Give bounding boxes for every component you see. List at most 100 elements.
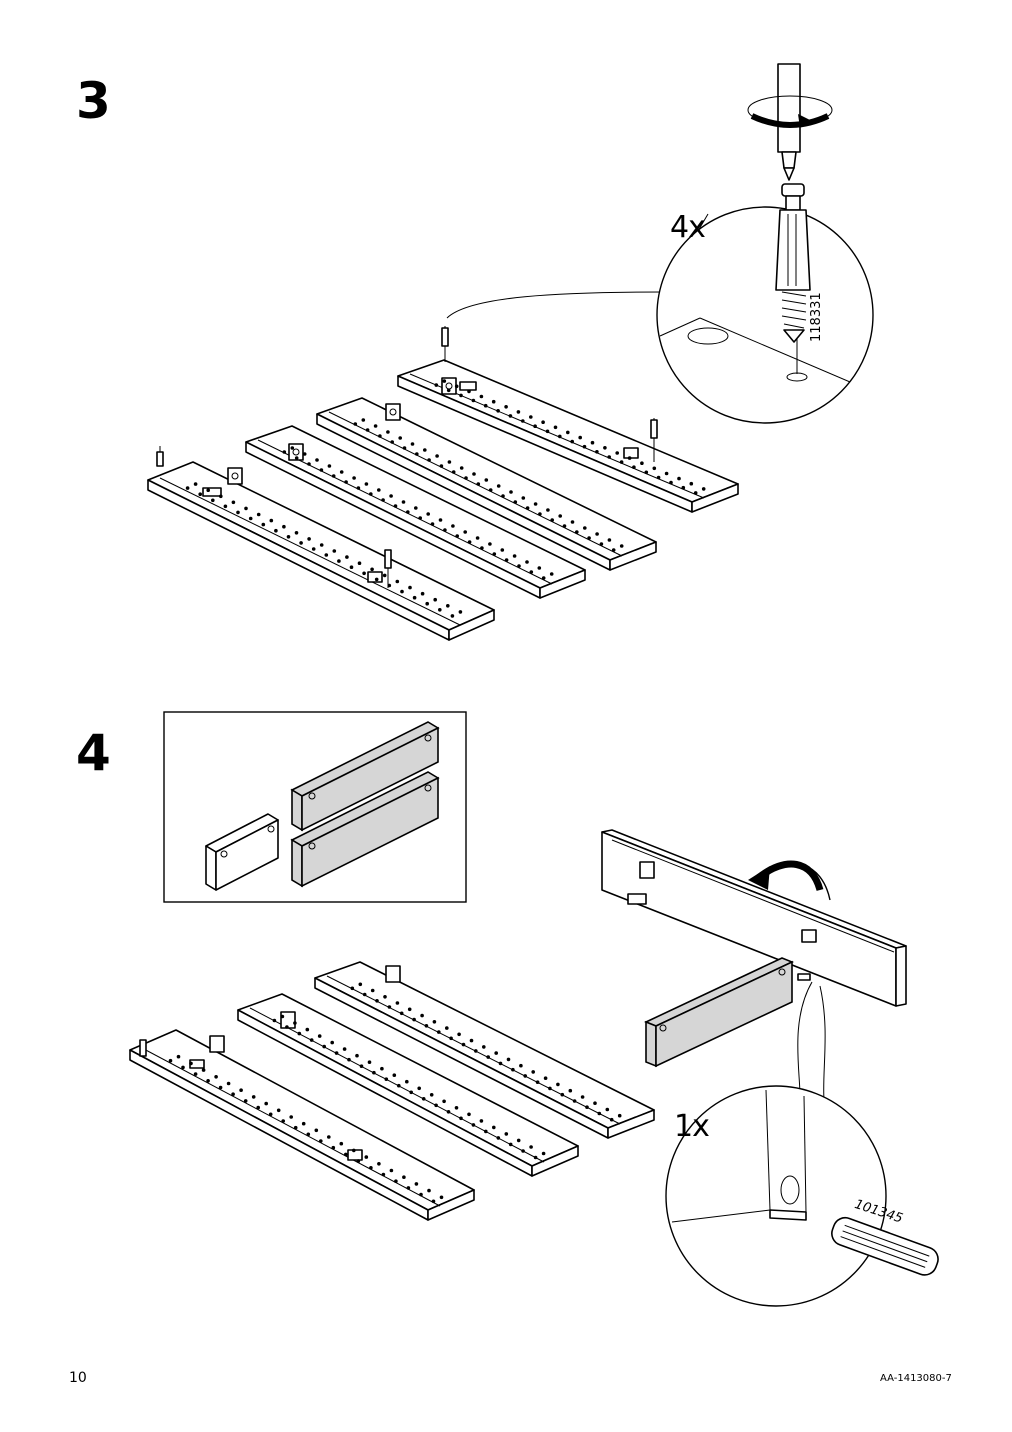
rail-hole	[356, 486, 361, 490]
rail-hole	[693, 491, 698, 495]
rail-hole	[529, 570, 534, 574]
rail-hole	[412, 1017, 416, 1022]
step-3-quantity: 4x	[670, 210, 706, 245]
rail-hole	[419, 1192, 423, 1197]
rail-hole	[446, 604, 450, 608]
rail-hole	[400, 589, 404, 594]
rail-hole	[405, 1079, 409, 1084]
rail-hole	[168, 1058, 173, 1063]
rail-hole	[432, 1020, 437, 1024]
rail-hole	[590, 440, 595, 445]
rail-hole	[619, 460, 624, 464]
rail-hole	[414, 1182, 419, 1186]
rail-hole	[585, 1105, 589, 1109]
rail-hole	[430, 522, 435, 526]
rail-hole	[395, 579, 400, 584]
rail-hole	[472, 472, 476, 476]
rail-hole	[417, 1086, 422, 1091]
rail-hole	[595, 450, 599, 454]
rail-hole	[479, 394, 484, 399]
rail-hole	[535, 1080, 540, 1084]
rail-hole	[344, 480, 348, 484]
rail-hole	[389, 1168, 394, 1173]
rail-hole	[434, 1103, 438, 1108]
rail-hole	[311, 547, 316, 551]
step3-detail-callout	[446, 63, 874, 424]
rail-hole	[570, 439, 574, 444]
rail-hole	[377, 1162, 381, 1166]
rail-hole	[244, 506, 248, 511]
rail-hole	[504, 558, 509, 562]
rail-hole	[508, 1142, 513, 1147]
rail-hole	[364, 1155, 369, 1159]
rail-hole	[506, 1057, 511, 1062]
rail-hole	[607, 538, 612, 542]
rail-hole	[664, 471, 669, 476]
step4-rail-3	[314, 961, 655, 1139]
rail-hole	[538, 512, 542, 516]
rail-hole	[435, 454, 439, 458]
rail-hole	[517, 564, 521, 568]
rail-hole	[345, 555, 349, 559]
rail-hole	[619, 544, 624, 548]
rail-hole	[580, 1095, 585, 1099]
rail-hole	[334, 1051, 339, 1055]
rail-hole	[447, 460, 452, 464]
rail-hole	[501, 494, 505, 498]
rail-hole	[509, 490, 513, 494]
rail-hole	[597, 1111, 602, 1116]
rail-hole	[393, 504, 398, 508]
rail-hole	[421, 1097, 426, 1101]
rail-hole	[578, 435, 582, 440]
rail-hole	[425, 601, 430, 606]
rail-hole	[537, 566, 542, 570]
rail-hole	[562, 524, 567, 528]
rail-hole	[239, 1088, 243, 1092]
rail-hole	[434, 383, 439, 387]
rail-hole	[546, 508, 550, 512]
rail-hole	[627, 456, 632, 460]
rail-hole	[219, 494, 223, 499]
rail-hole	[261, 522, 266, 527]
rail-hole	[458, 610, 463, 614]
rail-hole	[294, 456, 299, 460]
rail-hole	[355, 1053, 359, 1058]
rail-hole	[347, 1057, 351, 1062]
rail-hole	[496, 484, 501, 488]
rail-hole	[353, 422, 358, 426]
rail-hole	[322, 1044, 327, 1049]
rail-hole	[681, 485, 686, 490]
rail-hole	[276, 1108, 281, 1113]
rail-hole	[198, 492, 202, 497]
rail-hole	[394, 1179, 398, 1183]
rail-hole	[442, 379, 447, 383]
rail-hole	[315, 458, 319, 462]
rail-hole	[587, 536, 591, 540]
rail-hole	[496, 409, 500, 413]
rail-hole	[541, 576, 546, 580]
rail-hole	[414, 506, 418, 510]
rail-hole	[339, 1141, 344, 1146]
rail-hole	[582, 444, 587, 449]
rail-hole	[599, 542, 604, 546]
rail-hole	[377, 488, 381, 492]
rail-hole	[480, 546, 484, 550]
rail-hole	[297, 1031, 302, 1036]
rail-hole	[307, 462, 311, 466]
rail-hole	[185, 486, 190, 490]
rail-hole	[486, 1055, 491, 1059]
rail-hole	[632, 465, 636, 470]
rail-hole	[418, 516, 423, 520]
rail-hole	[280, 1014, 285, 1019]
rail-hole	[193, 1072, 198, 1076]
rail-hole	[640, 461, 644, 466]
rail-hole	[226, 1081, 231, 1086]
rail-hole	[367, 1060, 372, 1064]
rail-hole	[378, 434, 382, 438]
rail-hole	[399, 1011, 404, 1016]
rail-hole	[431, 1199, 436, 1204]
rail-hole	[438, 608, 442, 612]
rail-hole	[302, 452, 307, 456]
page-number: 10	[69, 1370, 87, 1386]
rail-hole	[488, 488, 493, 492]
